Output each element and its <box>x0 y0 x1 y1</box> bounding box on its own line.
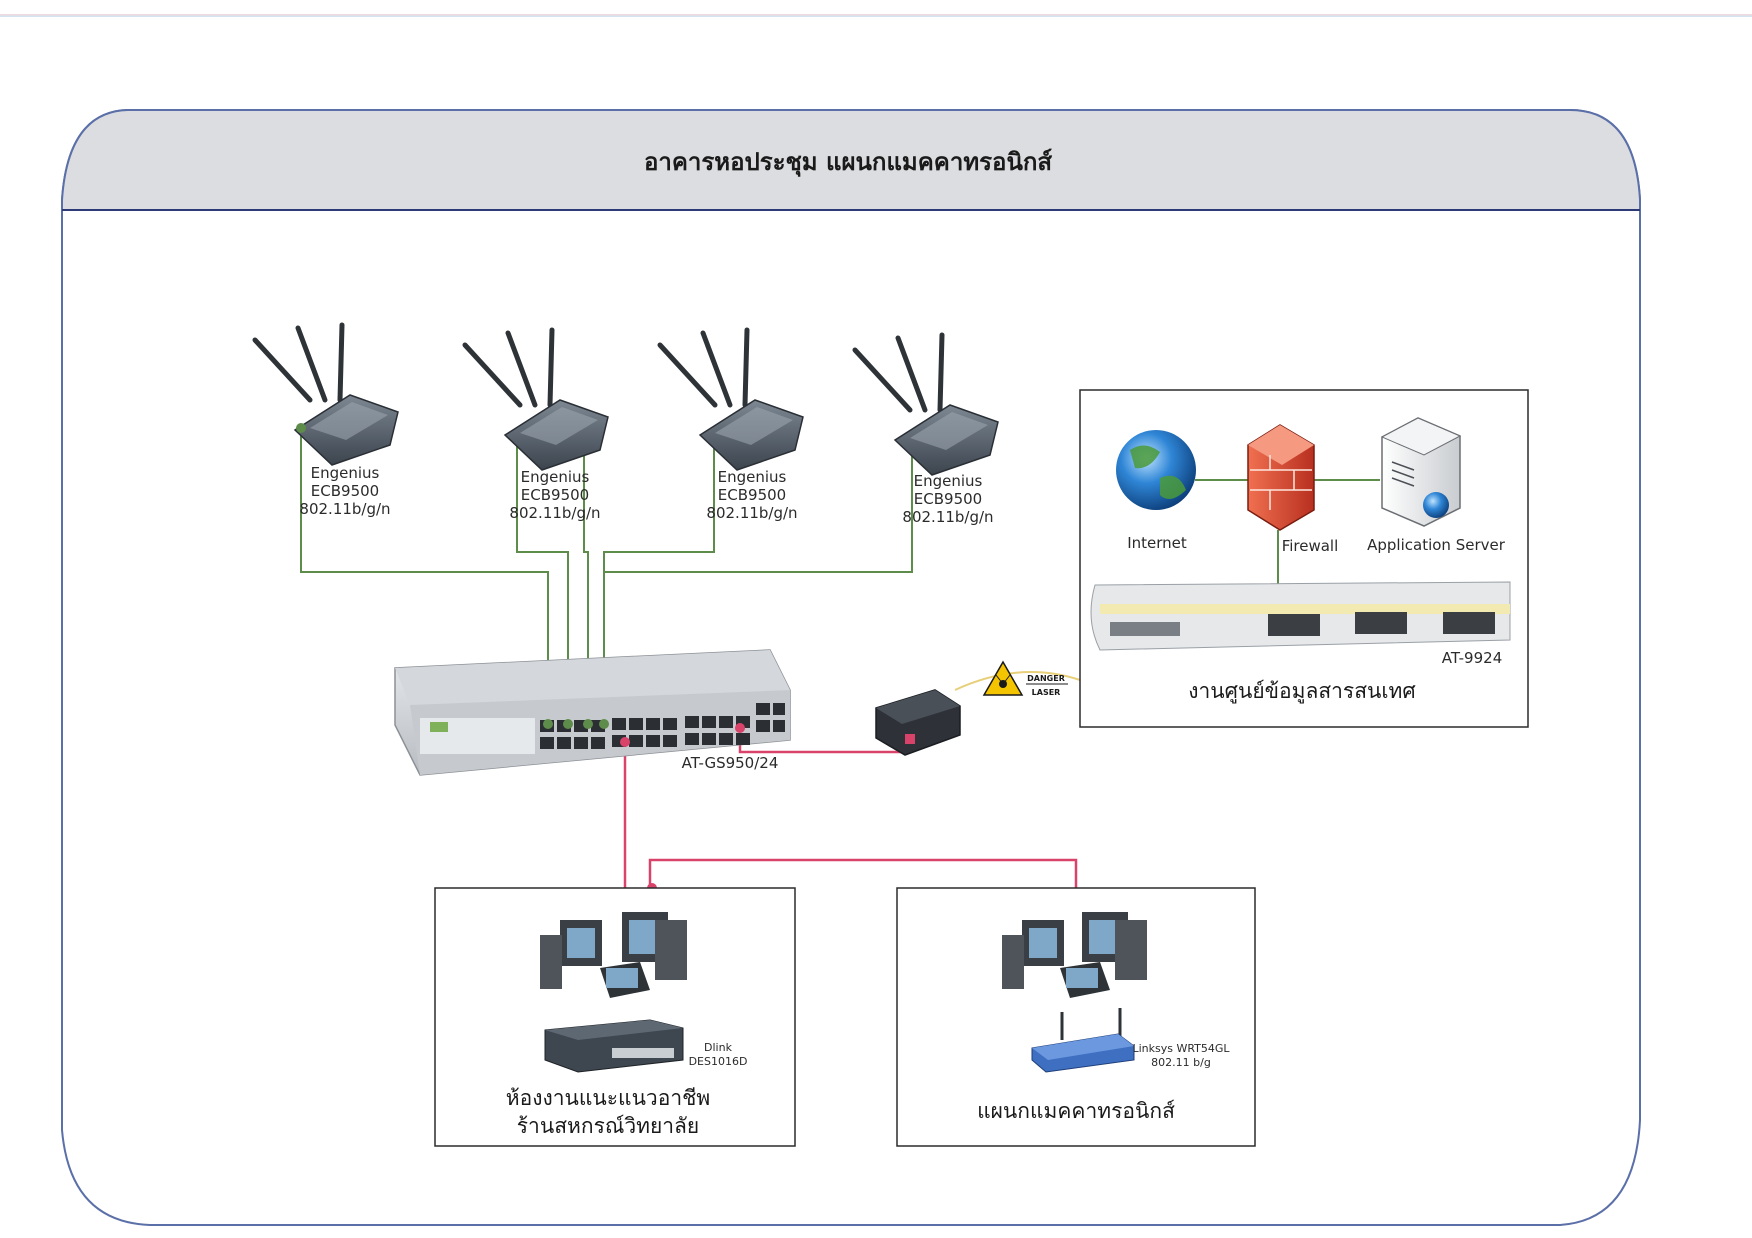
ap-name: Engenius <box>718 468 787 486</box>
ap-model: ECB9500 <box>311 482 379 500</box>
linksys-router-icon <box>1031 1008 1135 1073</box>
media-converter <box>875 689 961 756</box>
ap-label: Engenius ECB9500 802.11b/g/n <box>706 468 797 522</box>
ap-label: Engenius ECB9500 802.11b/g/n <box>299 464 390 518</box>
ap-model: ECB9500 <box>914 490 982 508</box>
ethernet-links <box>300 428 913 730</box>
diagram-title: อาคารหอประชุม แผนกแมคคาทรอนิกส์ <box>644 148 1052 178</box>
ap-standard: 802.11b/g/n <box>902 508 993 526</box>
ap-label: Engenius ECB9500 802.11b/g/n <box>902 472 993 526</box>
laser-warning-icon <box>982 660 1068 696</box>
room-box-right <box>896 887 1256 1147</box>
workstations-icon <box>540 912 687 998</box>
dlink-switch-model: DES1016D <box>689 1055 748 1068</box>
dlink-switch-brand: Dlink <box>704 1041 733 1054</box>
ap-port-dot <box>296 423 306 433</box>
access-point <box>852 332 999 476</box>
room-box-left <box>434 887 796 1147</box>
ap-model: ECB9500 <box>521 486 589 504</box>
laser-warning-text: LASER <box>1032 688 1061 697</box>
datacenter-caption: งานศูนย์ข้อมูลสารสนเทศ <box>1188 679 1416 704</box>
firewall-label: Firewall <box>1282 537 1339 555</box>
ap-name: Engenius <box>521 468 590 486</box>
internet-globe-icon <box>1116 430 1196 510</box>
application-server-icon <box>1380 417 1462 527</box>
access-point <box>657 327 804 471</box>
core-switch-label: AT-GS950/24 <box>682 754 779 772</box>
core-switch <box>394 649 791 776</box>
distribution-switch <box>1090 581 1511 651</box>
laser-warning-text: DANGER <box>1027 674 1065 683</box>
linksys-router-standard: 802.11 b/g <box>1151 1056 1211 1069</box>
top-rule <box>0 14 1752 17</box>
distribution-switch-label: AT-9924 <box>1442 649 1502 667</box>
ap-standard: 802.11b/g/n <box>706 504 797 522</box>
internet-label: Internet <box>1127 534 1187 552</box>
room-left-caption: ร้านสหกรณ์วิทยาลัย <box>517 1114 699 1138</box>
application-server-label: Application Server <box>1367 536 1506 554</box>
room-right-caption: แผนกแมคคาทรอนิกส์ <box>977 1099 1175 1123</box>
workstations-icon <box>1002 912 1147 998</box>
ap-label: Engenius ECB9500 802.11b/g/n <box>509 468 600 522</box>
room-left-caption: ห้องงานแนะแนวอาชีพ <box>506 1086 710 1110</box>
ap-model: ECB9500 <box>718 486 786 504</box>
linksys-router-model: Linksys WRT54GL <box>1132 1042 1230 1055</box>
ap-standard: 802.11b/g/n <box>299 500 390 518</box>
access-point <box>462 327 609 471</box>
firewall-icon <box>1247 424 1315 531</box>
ap-name: Engenius <box>311 464 380 482</box>
ap-name: Engenius <box>914 472 983 490</box>
access-point <box>252 322 399 466</box>
dlink-switch-icon <box>544 1019 684 1073</box>
ap-standard: 802.11b/g/n <box>509 504 600 522</box>
